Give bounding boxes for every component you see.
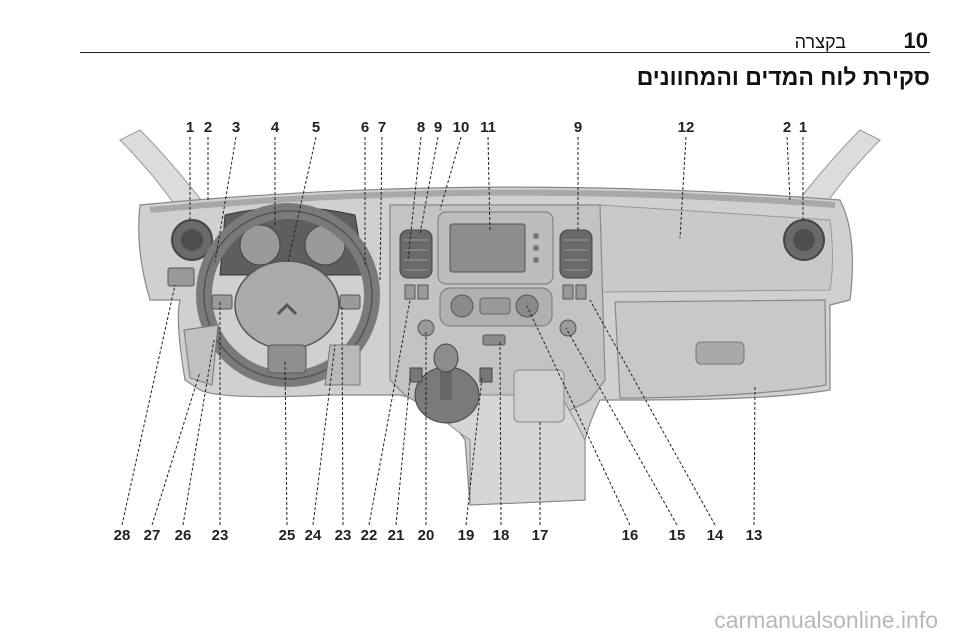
callout-bottom-13: 17 [532,527,549,544]
callout-top-15: 1 [799,119,807,136]
leader-top-13 [679,136,687,239]
leader-top-5 [287,136,317,263]
lighter-socket-left [417,319,435,337]
right-side-vent-center [793,229,815,251]
speedometer [239,224,281,266]
console-switch-left [409,367,423,383]
leader-bottom-7 [341,304,344,526]
leader-bottom-14 [526,305,631,526]
screen-button-1 [533,233,539,239]
callout-bottom-6: 24 [305,527,322,544]
leader-top-7 [379,136,383,283]
leader-top-3 [214,136,237,263]
callout-top-3: 3 [232,119,240,136]
page-title: סקירת לוח המדים והמחוונים [636,64,930,90]
glovebox-handle [695,341,745,365]
callout-top-1: 1 [186,119,194,136]
leader-bottom-1 [121,284,176,526]
steering-wheel-outline [203,210,373,380]
lighter-socket-right [559,319,577,337]
callout-bottom-16: 14 [707,527,724,544]
leader-top-11 [487,136,491,233]
climate-knob-left [450,294,474,318]
callout-top-8: 8 [417,119,425,136]
section-title: בקצרה [794,32,846,52]
leader-bottom-12 [499,341,502,526]
callout-bottom-8: 22 [361,527,378,544]
wheel-control-right [339,294,361,310]
leader-bottom-2 [151,371,201,526]
callout-bottom-10: 20 [418,527,435,544]
callout-bottom-17: 13 [746,527,763,544]
callout-bottom-9: 21 [388,527,405,544]
callout-top-6: 6 [361,119,369,136]
callout-top-14: 2 [783,119,791,136]
leader-top-8 [407,136,422,261]
infotainment-screen [449,223,526,273]
callout-top-7: 7 [378,119,386,136]
callout-bottom-7: 23 [335,527,352,544]
callout-bottom-11: 19 [458,527,475,544]
left-a-pillar [119,129,207,206]
leader-bottom-17 [753,384,756,526]
leader-top-14 [786,136,791,201]
callout-bottom-1: 28 [114,527,131,544]
callout-bottom-14: 16 [622,527,639,544]
callout-top-13: 12 [678,119,695,136]
steering-lower-spoke [267,344,307,374]
leader-bottom-6 [312,344,336,526]
callout-top-5: 5 [312,119,320,136]
leader-bottom-15 [565,327,678,526]
callout-top-10: 10 [453,119,470,136]
brand-logo [276,302,298,316]
switch-left-1 [404,284,416,300]
bottom-callouts: 28 27 26 23 25 24 23 22 21 20 19 18 17 16 15 14 13 [114,527,763,544]
leader-bottom-5 [284,361,288,526]
storage-tray [513,369,565,423]
callout-top-11: 11 [480,119,496,136]
center-left-vent [399,229,433,279]
callout-bottom-4: 23 [212,527,229,544]
callout-top-12: 9 [574,119,582,136]
left-switch-panel [167,267,195,287]
callout-bottom-15: 15 [669,527,686,544]
callout-bottom-5: 25 [279,527,296,544]
gear-knob [433,343,459,373]
callout-bottom-12: 18 [493,527,510,544]
leader-lines [121,136,804,526]
dash-top-ridge [149,189,836,213]
climate-buttons [479,297,511,315]
callout-top-4: 4 [271,119,280,136]
watermark: carmanualsonline.info [714,607,938,633]
leader-bottom-8 [368,299,411,526]
callout-top-2: 2 [204,119,212,136]
callout-top-9: 9 [434,119,442,136]
wheel-control-left [211,294,233,310]
leader-top-10 [439,136,462,211]
callout-bottom-3: 26 [175,527,192,544]
left-side-vent-center [181,229,203,251]
switch-left-2 [417,284,429,300]
screen-button-2 [533,245,539,251]
fuse-box-cover [183,324,219,386]
right-a-pillar [793,129,881,206]
switch-right-1 [562,284,574,300]
callout-bottom-2: 27 [144,527,161,544]
leader-bottom-3 [182,339,215,526]
switch-right-2 [575,284,587,300]
center-right-vent [559,229,593,279]
page-header: 10 בקצרה [80,26,930,53]
leader-top-9 [419,136,439,235]
upper-storage-panel [599,204,833,293]
leader-bottom-9 [395,377,411,526]
console-switch-right [479,367,493,383]
leader-bottom-16 [589,299,716,526]
screen-button-3 [533,257,539,263]
hazard-button [482,334,506,346]
page-number: 10 [903,28,928,53]
